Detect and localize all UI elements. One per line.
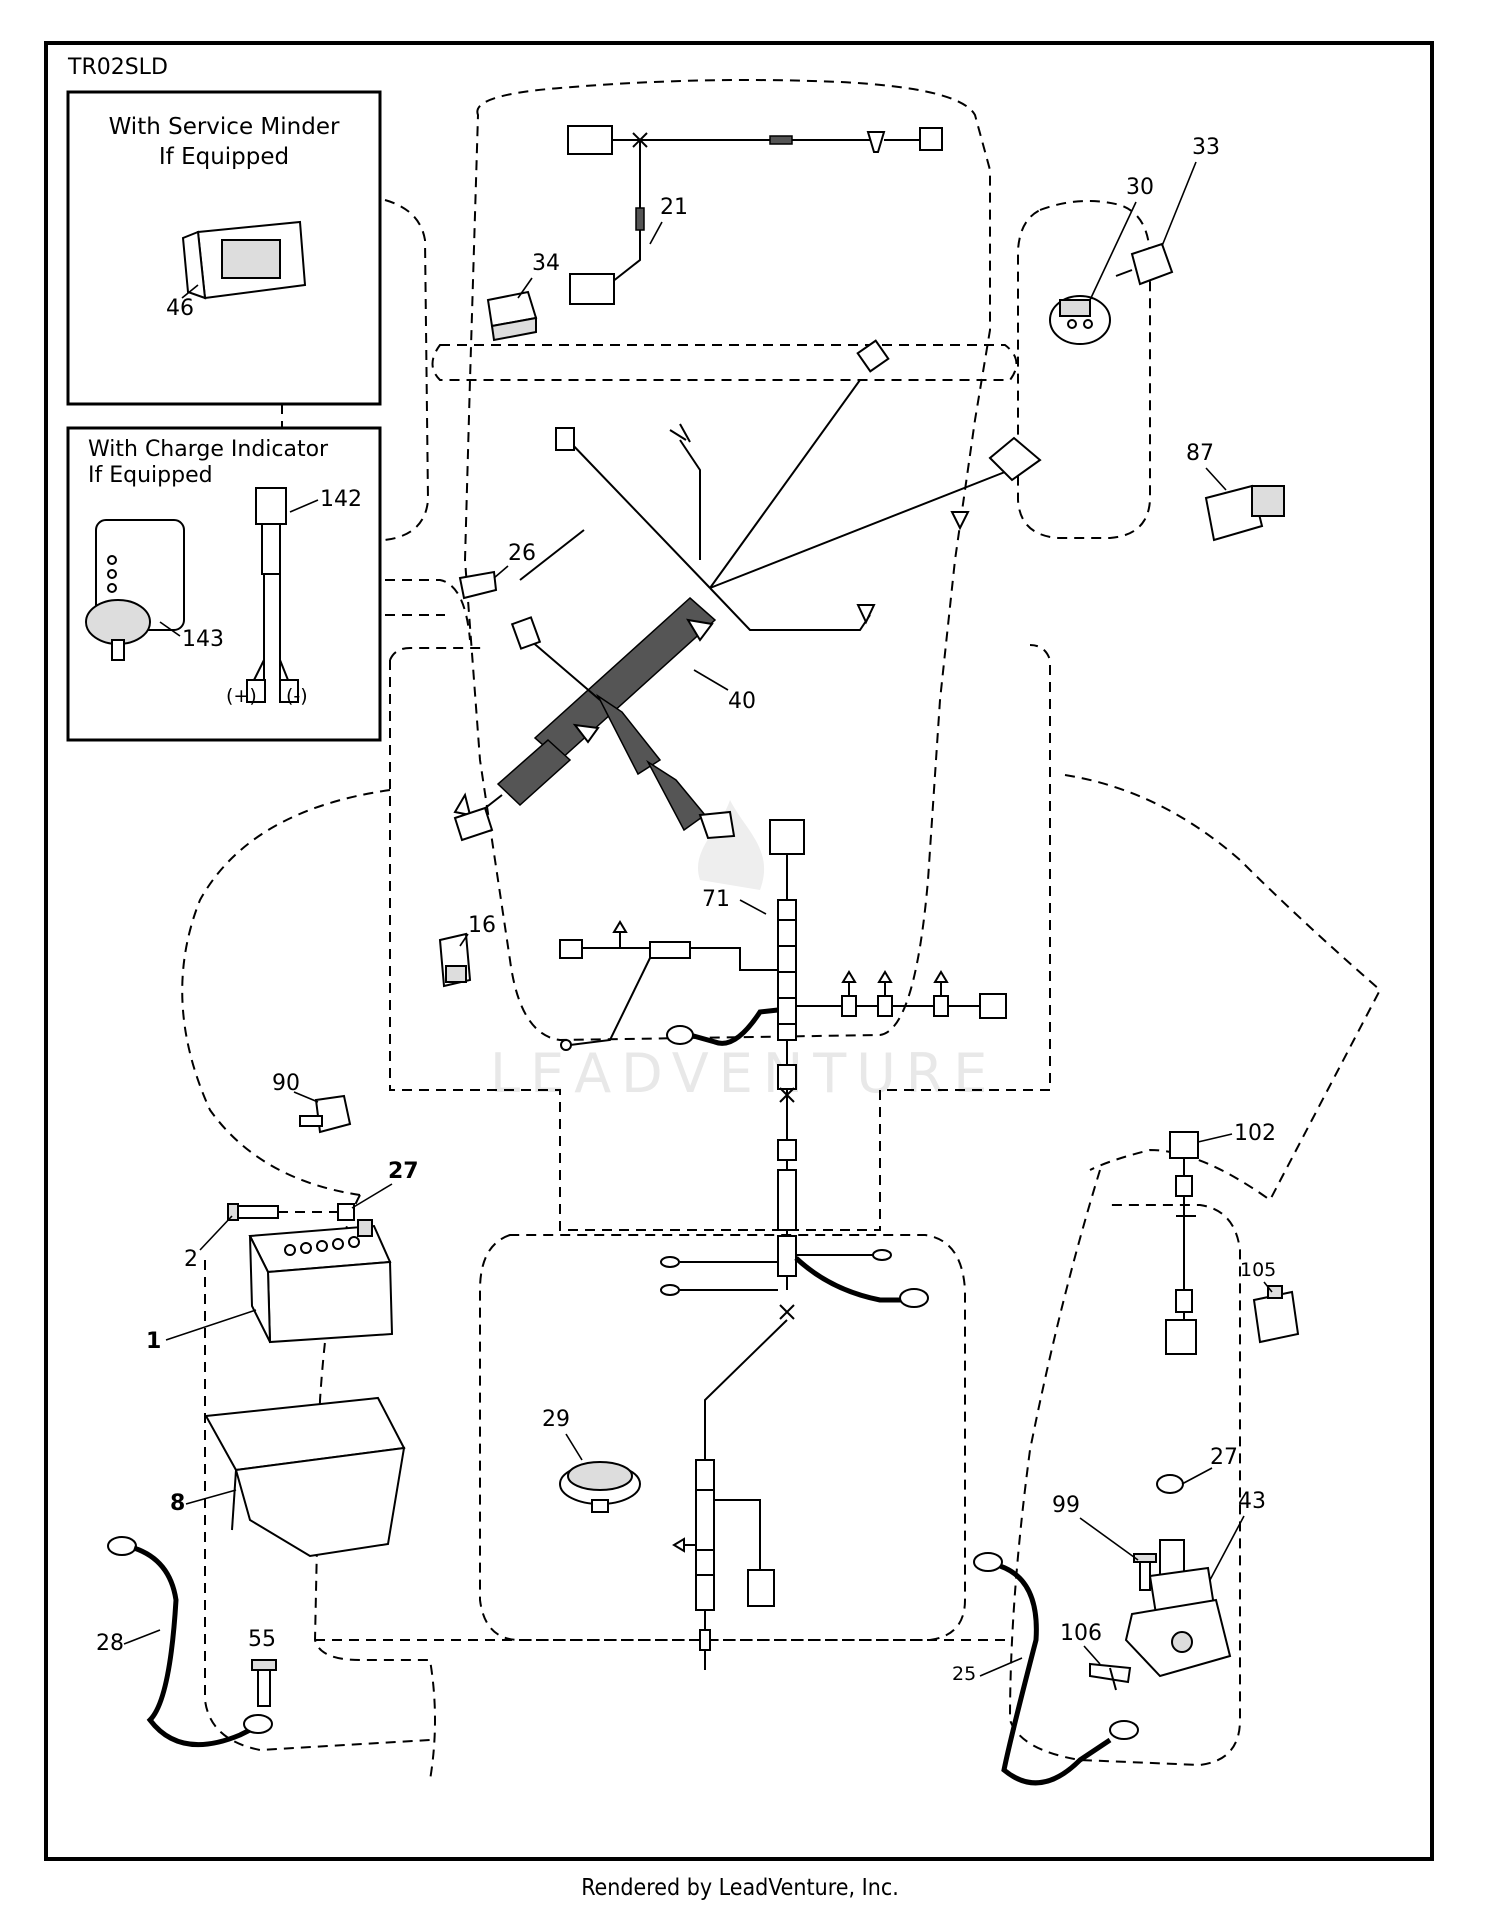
charge-indicator-gauge-icon <box>85 519 185 661</box>
callout-16: 16 <box>468 913 496 938</box>
battery-tray-8-icon <box>204 1396 406 1558</box>
dash-harness-21 <box>567 125 943 305</box>
service-minder-inset: With Service Minder If Equipped 46 <box>66 90 382 406</box>
callout-27-top: 27 <box>388 1159 419 1184</box>
callout-26: 26 <box>508 541 536 566</box>
footer-credit: Rendered by LeadVenture, Inc. <box>581 1875 899 1901</box>
callout-43: 43 <box>1238 1489 1266 1514</box>
battery-bolt-2-icon <box>227 1203 279 1221</box>
starter-solenoid-43-icon <box>1124 1539 1232 1678</box>
callout-34: 34 <box>532 251 560 276</box>
battery-nut-27-icon <box>337 1203 355 1221</box>
callout-99: 99 <box>1052 1493 1080 1518</box>
terminal-minus-label: (-) <box>286 685 308 707</box>
callout-2: 2 <box>184 1247 198 1272</box>
battery-1-icon <box>248 1219 394 1344</box>
harness-71 <box>559 819 1007 1670</box>
callout-33: 33 <box>1192 135 1220 160</box>
callout-8: 8 <box>170 1491 185 1516</box>
battery-cable-28-icon <box>107 1536 273 1748</box>
relay-102-icon <box>1165 1131 1199 1355</box>
connector-16-icon <box>438 932 472 988</box>
callout-87: 87 <box>1186 441 1214 466</box>
charge-indicator-harness-icon <box>246 487 299 703</box>
terminal-plus-label: (+) <box>226 685 257 707</box>
callout-30: 30 <box>1126 175 1154 200</box>
inset-subtitle: If Equipped <box>159 144 289 170</box>
service-minder-icon <box>181 220 307 300</box>
diagram-code: TR02SLD <box>67 55 168 80</box>
nut-27-icon <box>1156 1474 1184 1494</box>
inset-title: With Charge Indicator <box>88 437 329 462</box>
watermark: LEADVENTURE <box>490 1042 997 1105</box>
callout-40: 40 <box>728 689 756 714</box>
ignition-key-33-icon <box>1115 242 1174 286</box>
callout-28: 28 <box>96 1631 124 1656</box>
callout-55: 55 <box>248 1627 276 1652</box>
callout-21: 21 <box>660 195 688 220</box>
bolt-55-icon <box>251 1659 277 1707</box>
ignition-switch-30-icon <box>1049 295 1111 345</box>
callout-1: 1 <box>146 1329 161 1354</box>
clip-26-icon <box>458 570 498 600</box>
callout-106: 106 <box>1060 1621 1102 1646</box>
callout-105: 105 <box>1240 1259 1276 1281</box>
inset-title: With Service Minder <box>109 114 340 140</box>
diagram-frame <box>44 41 1434 1861</box>
switch-34-icon <box>486 290 538 342</box>
switch-87-icon <box>1204 484 1285 542</box>
callout-143: 143 <box>182 627 224 652</box>
tractor-outline <box>181 79 1382 1781</box>
callout-102: 102 <box>1234 1121 1276 1146</box>
inset-subtitle: If Equipped <box>88 463 213 488</box>
charge-indicator-inset: With Charge Indicator If Equipped 143 14… <box>66 426 382 742</box>
solenoid-105-icon <box>1252 1285 1300 1344</box>
ground-cable-25-icon <box>973 1552 1139 1786</box>
clip-106-icon <box>1089 1662 1132 1691</box>
callout-27-right: 27 <box>1210 1445 1238 1470</box>
callout-46: 46 <box>166 296 194 321</box>
callout-29: 29 <box>542 1407 570 1432</box>
watermark-logo-icon <box>697 800 765 890</box>
callout-25: 25 <box>952 1663 976 1685</box>
main-harness-40 <box>453 339 1042 842</box>
grommet-29-icon <box>559 1461 641 1513</box>
callout-142: 142 <box>320 487 362 512</box>
callout-71: 71 <box>702 887 730 912</box>
sensor-90-icon <box>299 1094 352 1134</box>
